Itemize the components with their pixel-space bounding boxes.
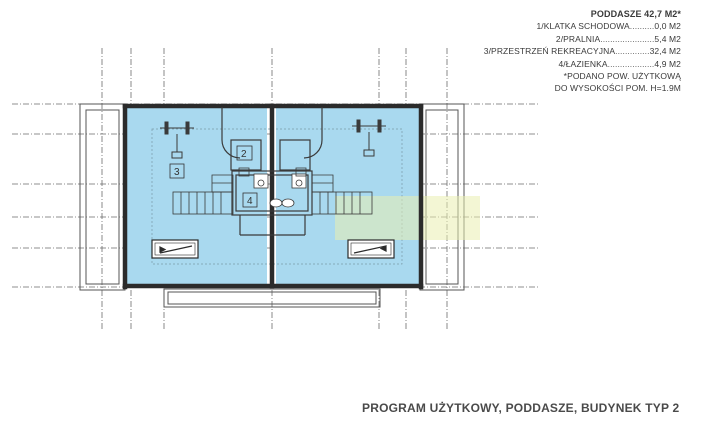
legend-note-1: *PODANO POW. UŻYTKOWĄ xyxy=(563,71,681,82)
watermark xyxy=(335,196,480,240)
room-label-3: 3 xyxy=(174,167,180,178)
fixtures xyxy=(238,167,307,208)
legend-room-2-dots: ...................... xyxy=(600,33,655,44)
equipment-icons xyxy=(160,119,386,159)
room-label-2: 2 xyxy=(241,149,247,160)
roof-windows xyxy=(151,239,395,259)
room-number-boxes xyxy=(169,145,258,208)
legend-room-2-name: 2/PRALNIA xyxy=(555,33,601,44)
legend-room-3-name: 3/PRZESTRZEŃ REKREACYJNA xyxy=(483,46,616,57)
legend-room-1-name: 1/KLATKA SCHODOWA xyxy=(536,21,630,32)
legend-room-2-area: 5,4 M2 xyxy=(654,33,681,44)
legend-room-3-dots: .............. xyxy=(615,46,650,57)
legend-room-3-area: 32,4 M2 xyxy=(649,46,681,57)
legend-room-4-dots: ................... xyxy=(607,58,655,69)
legend-room-4-name: 4/ŁAZIENKA xyxy=(558,58,608,69)
area-legend: PODDASZE 42,7 M2* 1/KLATKA SCHODOWA.....… xyxy=(484,8,681,95)
stairs xyxy=(172,174,373,215)
legend-note-2: DO WYSOKOŚCI POM. H=1.9M xyxy=(554,83,681,94)
plan-caption: PROGRAM UŻYTKOWY, PODDASZE, BUDYNEK TYP … xyxy=(362,401,680,415)
legend-room-1-dots: .......... xyxy=(629,21,655,32)
legend-room-4: 4/ŁAZIENKA...................4,9 M2 xyxy=(484,58,681,70)
legend-room-3: 3/PRZESTRZEŃ REKREACYJNA..............32… xyxy=(484,45,681,57)
legend-room-4-area: 4,9 M2 xyxy=(654,58,681,69)
walls xyxy=(122,103,424,290)
legend-room-1: 1/KLATKA SCHODOWA..........0,0 M2 xyxy=(484,20,681,32)
legend-title: PODDASZE 42,7 M2* xyxy=(590,9,681,19)
legend-room-2: 2/PRALNIA......................5,4 M2 xyxy=(484,33,681,45)
legend-room-1-area: 0,0 M2 xyxy=(654,21,681,32)
room-label-4: 4 xyxy=(247,196,253,207)
inner-walls xyxy=(221,107,323,236)
